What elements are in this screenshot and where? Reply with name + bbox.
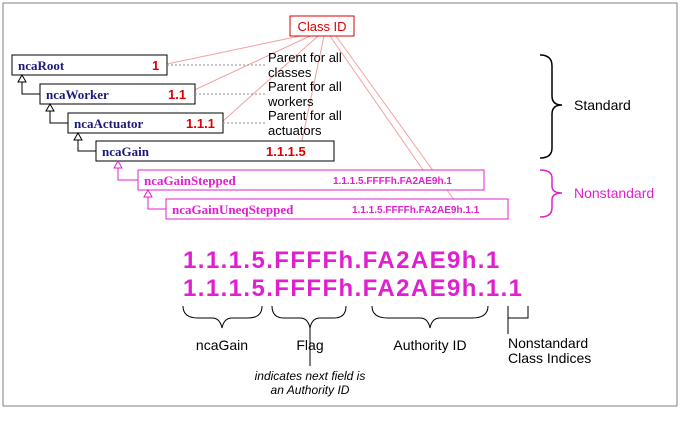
inheritance-arrowheads-standard <box>17 73 83 141</box>
note-root-line1: Parent for all <box>268 50 342 65</box>
note-worker-line1: Parent for all <box>268 79 342 94</box>
inherit-arrow-gain <box>73 131 83 141</box>
connector-gainstepped <box>329 35 431 181</box>
flag-note-line2: an Authority ID <box>271 383 350 397</box>
standard-label: Standard <box>574 97 631 113</box>
brace-authority <box>371 305 489 329</box>
class-id-ncaroot: 1 <box>152 58 159 73</box>
note-leaders <box>167 64 266 124</box>
inheritance-connectors-standard <box>21 82 96 152</box>
class-name-ncagain: ncaGain <box>102 144 150 159</box>
bracket-nonstandard <box>507 306 529 319</box>
class-name-ncaactuator: ncaActuator <box>74 116 144 131</box>
class-id-connectors <box>161 35 461 209</box>
class-id-box <box>289 15 355 37</box>
label-nonstandard-line2: Class Indices <box>508 350 591 366</box>
connector-gain <box>299 35 325 151</box>
class-id-ncaactuator: 1.1.1 <box>186 116 215 131</box>
inherit-arrow-actuator <box>45 102 55 112</box>
inheritance-arrowheads-nonstandard <box>113 159 153 198</box>
class-name-ncaworker: ncaWorker <box>46 87 109 102</box>
flag-note-line1: indicates next field is <box>255 369 366 383</box>
class-id-ncagainstepped: 1.1.1.5.FFFFh.FA2AE9h.1 <box>333 176 452 187</box>
class-id-label: Class ID <box>297 19 346 34</box>
breakdown-braces <box>182 305 529 366</box>
class-name-ncagainstepped: ncaGainStepped <box>144 173 237 188</box>
label-flag: Flag <box>296 337 323 353</box>
inherit-arrow-gainuneqstepped <box>143 188 153 198</box>
label-nonstandard-line1: Nonstandard <box>508 335 588 351</box>
brace-flag <box>271 305 347 329</box>
class-name-ncaroot: ncaRoot <box>18 58 65 73</box>
class-name-ncagainuneqstepped: ncaGainUneqStepped <box>172 202 294 217</box>
frame <box>2 2 678 407</box>
note-actuator-line1: Parent for all <box>268 108 342 123</box>
label-authority-id: Authority ID <box>393 337 466 353</box>
label-ncagain: ncaGain <box>196 337 248 353</box>
class-id-ncagainuneqstepped: 1.1.1.5.FFFFh.FA2AE9h.1.1 <box>352 205 480 216</box>
connector-root <box>161 35 301 66</box>
class-id-ncaworker: 1.1 <box>168 87 186 102</box>
brace-ncagain <box>182 305 263 329</box>
class-id-ncagain: 1.1.1.5 <box>266 144 306 159</box>
note-root-line2: classes <box>268 65 312 80</box>
inheritance-connectors-nonstandard <box>117 168 166 210</box>
nonstandard-label: Nonstandard <box>574 185 654 201</box>
standard-brace <box>539 54 563 159</box>
big-id-line1: 1.1.1.5.FFFFh.FA2AE9h.1 <box>183 247 501 274</box>
nonstandard-brace <box>539 169 563 218</box>
big-id-line2: 1.1.1.5.FFFFh.FA2AE9h.1.1 <box>183 275 523 302</box>
inherit-arrow-gainstepped <box>113 159 123 169</box>
note-worker-line2: workers <box>267 94 314 109</box>
connector-actuator <box>221 35 319 123</box>
note-actuator-line2: actuators <box>268 123 322 138</box>
inherit-arrow-worker <box>17 73 27 83</box>
